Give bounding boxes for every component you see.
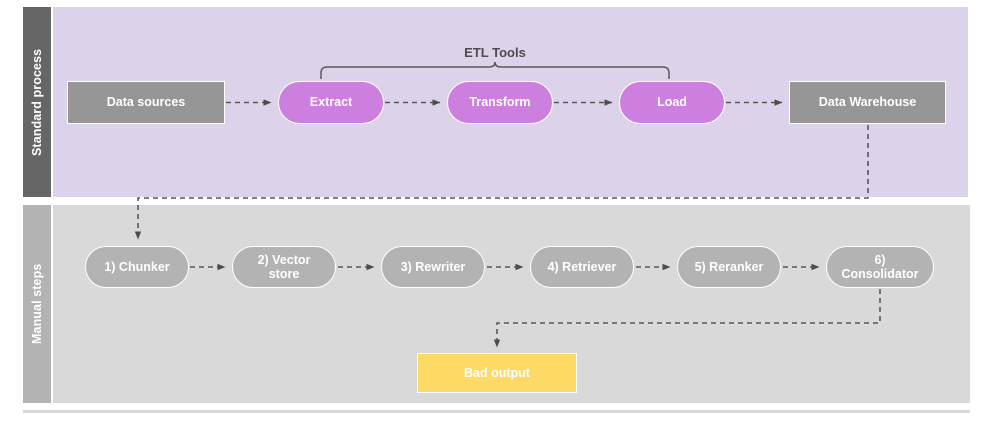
node-bad-output[interactable]: Bad output <box>417 353 577 393</box>
node-label-rewriter: 3) Rewriter <box>400 259 466 274</box>
node-data-sources[interactable]: Data sources <box>67 81 225 124</box>
node-label-transform: Transform <box>469 95 531 110</box>
node-transform[interactable]: Transform <box>447 81 553 124</box>
node-chunker[interactable]: 1) Chunker <box>85 246 189 288</box>
node-label-retriever: 4) Retriever <box>547 259 617 274</box>
node-label-consolidator: 6) Consolidator <box>841 252 919 281</box>
node-retriever[interactable]: 4) Retriever <box>530 246 634 288</box>
node-load[interactable]: Load <box>619 81 725 124</box>
node-label-extract: Extract <box>309 95 353 110</box>
node-label-chunker: 1) Chunker <box>104 259 170 274</box>
lane-header-standard-process: Standard process <box>23 7 51 197</box>
node-reranker[interactable]: 5) Reranker <box>677 246 781 288</box>
node-label-data-sources: Data sources <box>106 95 186 110</box>
node-consolidator[interactable]: 6) Consolidator <box>826 246 934 288</box>
node-extract[interactable]: Extract <box>278 81 384 124</box>
etl-tools-label: ETL Tools <box>464 45 526 60</box>
node-rewriter[interactable]: 3) Rewriter <box>381 246 485 288</box>
node-vector-store[interactable]: 2) Vector store <box>232 246 336 288</box>
lane-header-manual-steps: Manual steps <box>23 205 51 403</box>
node-label-load: Load <box>657 95 687 110</box>
node-label-bad-output: Bad output <box>464 365 530 380</box>
lane-label-manual-steps: Manual steps <box>30 263 44 345</box>
node-label-vector-store: 2) Vector store <box>257 252 311 281</box>
lane-label-standard-process: Standard process <box>30 48 44 156</box>
node-label-reranker: 5) Reranker <box>694 259 764 274</box>
node-data-warehouse[interactable]: Data Warehouse <box>789 81 946 124</box>
bottom-divider <box>23 410 970 413</box>
node-label-data-warehouse: Data Warehouse <box>818 95 917 110</box>
